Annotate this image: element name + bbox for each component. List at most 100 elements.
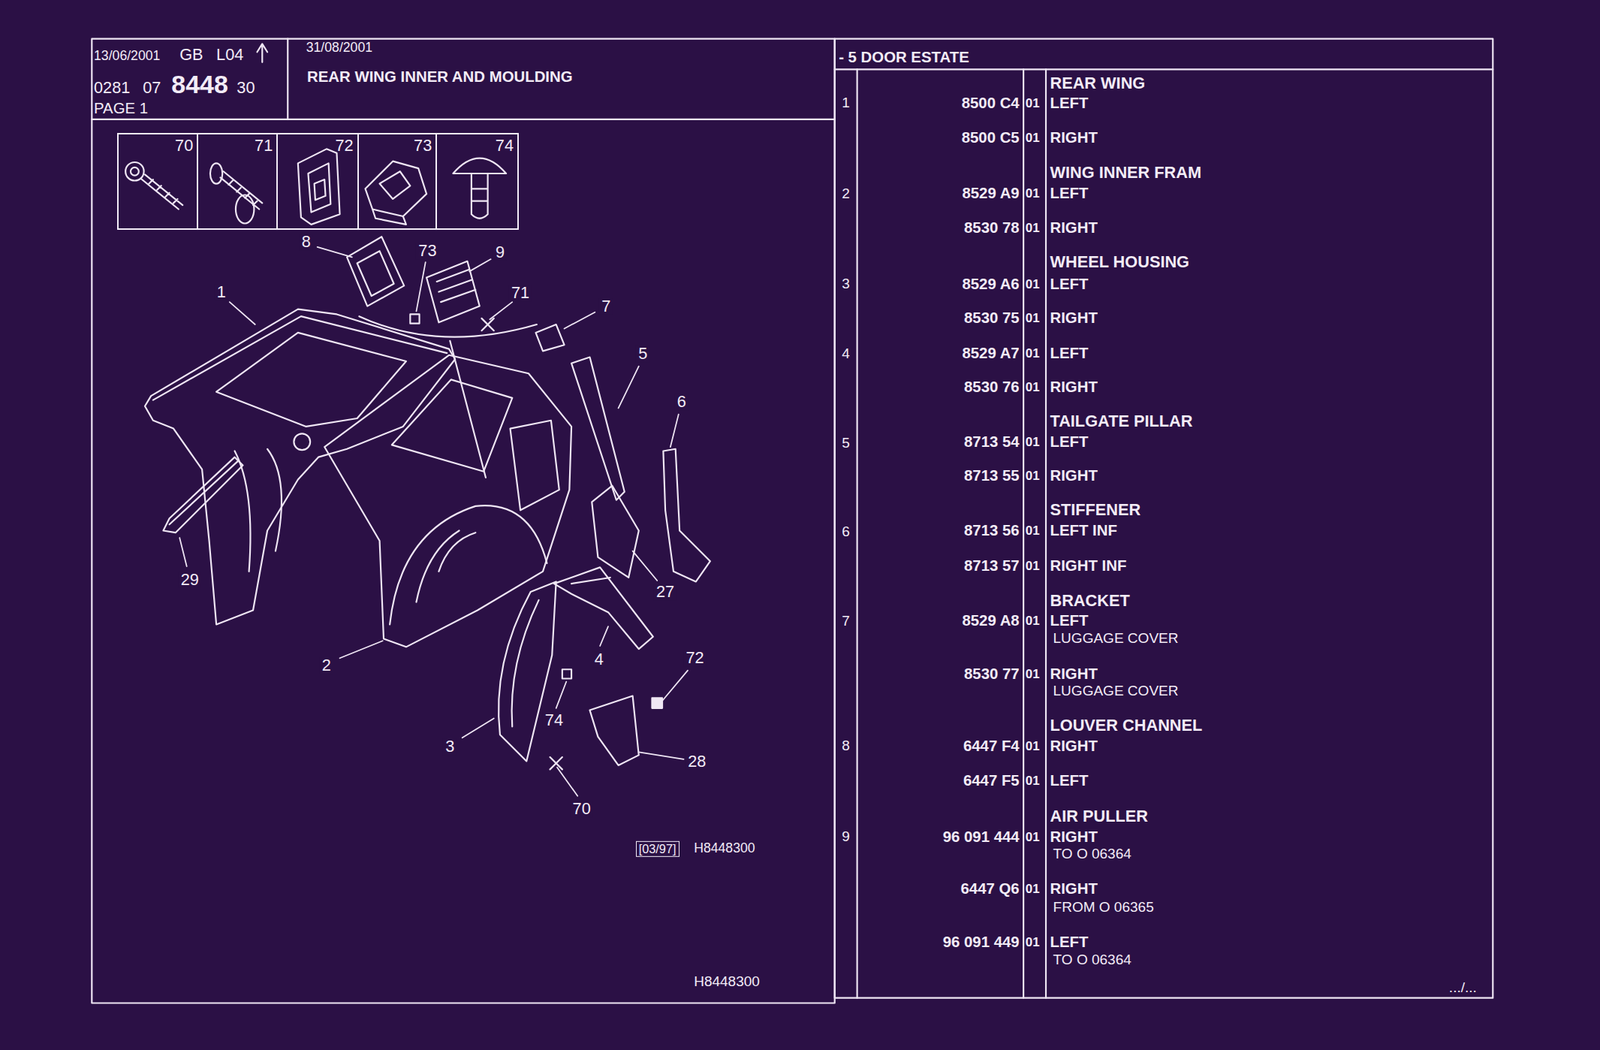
callout-number: 73 xyxy=(415,242,439,260)
header-text: 13/06/2001 xyxy=(93,49,160,64)
part-heading: BRACKET xyxy=(1049,592,1130,609)
quantity: 01 xyxy=(1025,220,1040,234)
quantity: 01 xyxy=(1025,469,1040,483)
quantity: 01 xyxy=(1025,131,1040,145)
side: RIGHT xyxy=(1049,309,1097,325)
leader-lines xyxy=(179,247,688,796)
item-number: 3 xyxy=(841,276,850,291)
quantity: 01 xyxy=(1025,346,1040,360)
drawing-number: H8448300 xyxy=(693,842,756,856)
part-number: 8713 56 xyxy=(964,522,1020,538)
side: LEFT xyxy=(1049,433,1088,449)
part-number: 6447 F5 xyxy=(963,772,1020,788)
page-title: REAR WING INNER AND MOULDING xyxy=(307,69,573,85)
callout-number: 74 xyxy=(542,711,566,729)
fastener-cell: 74 xyxy=(435,132,519,230)
callout-number: 72 xyxy=(334,137,353,154)
fastener-cell: 73 xyxy=(357,132,438,230)
callout-number: 27 xyxy=(653,583,677,600)
rear-wing xyxy=(144,309,455,625)
side: RIGHT xyxy=(1049,828,1097,844)
item-number: 2 xyxy=(841,186,850,202)
fastener-icons xyxy=(125,148,507,225)
callout-number: 70 xyxy=(174,137,193,154)
part-number: 8529 A6 xyxy=(961,275,1019,291)
callout-number: 28 xyxy=(685,753,709,770)
part-heading: STIFFENER xyxy=(1049,501,1141,519)
part-number: 8530 75 xyxy=(964,309,1020,325)
wheel-housing xyxy=(554,566,654,649)
part-heading: REAR WING xyxy=(1049,75,1146,93)
quantity: 01 xyxy=(1025,558,1040,572)
header-text: 30 xyxy=(236,79,255,97)
callout-number: 8 xyxy=(299,233,314,251)
section-heading: - 5 DOOR ESTATE xyxy=(838,49,970,65)
side: LEFT xyxy=(1049,185,1088,201)
quantity: 01 xyxy=(1025,379,1040,393)
part-number: 8713 54 xyxy=(964,433,1020,449)
callout-number: 3 xyxy=(442,738,457,756)
part-number: 8529 A9 xyxy=(961,185,1019,201)
callout-number: 5 xyxy=(635,346,650,363)
wing-inner-frame xyxy=(324,316,572,647)
quantity: 01 xyxy=(1025,774,1040,787)
reinforcement xyxy=(590,696,639,766)
side: LEFT xyxy=(1049,934,1088,950)
side: RIGHT xyxy=(1049,467,1097,483)
part-number: 8530 76 xyxy=(964,379,1020,395)
item-number: 8 xyxy=(841,738,850,754)
header-text: L04 xyxy=(216,46,244,64)
callout-number: 29 xyxy=(178,571,202,588)
callout-number: 71 xyxy=(254,137,273,154)
part-number: 8529 A7 xyxy=(961,345,1019,361)
callout-number: 71 xyxy=(509,284,532,302)
sill-strip xyxy=(162,457,243,534)
revision-date: [03/97] xyxy=(635,840,680,856)
clip-symbol xyxy=(409,313,419,323)
side: LEFT INF xyxy=(1049,522,1117,538)
header-text: 8448 xyxy=(171,72,229,98)
side: LEFT xyxy=(1049,95,1088,111)
side: RIGHT xyxy=(1049,738,1097,754)
part-note: TO O 06364 xyxy=(1053,846,1132,862)
louver-channel xyxy=(346,236,404,306)
quantity: 01 xyxy=(1025,614,1040,627)
part-number: 8713 57 xyxy=(964,557,1020,573)
callout-number: 7 xyxy=(599,298,613,315)
drawing-number: H8448300 xyxy=(693,973,760,989)
part-heading: WHEEL HOUSING xyxy=(1049,253,1190,271)
stiffener xyxy=(662,448,711,582)
quantity: 01 xyxy=(1025,186,1040,199)
quantity: 01 xyxy=(1025,524,1040,537)
item-number: 7 xyxy=(841,614,850,629)
page-frame xyxy=(91,39,1493,1004)
side: RIGHT xyxy=(1049,665,1097,681)
quantity: 01 xyxy=(1025,277,1040,290)
quantity: 01 xyxy=(1025,934,1040,948)
part-number: 8500 C5 xyxy=(961,129,1020,145)
side: RIGHT xyxy=(1049,880,1097,896)
side: RIGHT xyxy=(1049,219,1097,236)
fastener-cell: 70 xyxy=(117,132,199,230)
quantity: 01 xyxy=(1025,830,1040,844)
header-text: 07 xyxy=(142,79,161,97)
callout-number: 1 xyxy=(214,283,229,301)
part-note: TO O 06364 xyxy=(1053,952,1132,968)
item-number: 6 xyxy=(841,524,850,539)
item-number: 9 xyxy=(841,829,850,844)
part-number: 8530 77 xyxy=(964,665,1020,681)
item-number: 5 xyxy=(841,435,850,450)
part-number: 96 091 444 xyxy=(943,828,1020,844)
part-note: FROM O 06365 xyxy=(1053,899,1155,914)
screw-symbol xyxy=(481,318,494,331)
quantity: 01 xyxy=(1025,882,1040,895)
part-number: 8500 C4 xyxy=(961,95,1020,111)
callout-number: 2 xyxy=(319,656,334,674)
clip-symbol xyxy=(651,697,663,709)
quantity: 01 xyxy=(1025,310,1040,324)
part-number: 96 091 449 xyxy=(943,934,1020,950)
part-heading: TAILGATE PILLAR xyxy=(1049,412,1193,430)
callout-number: 9 xyxy=(493,244,507,261)
item-number: 1 xyxy=(841,96,850,111)
